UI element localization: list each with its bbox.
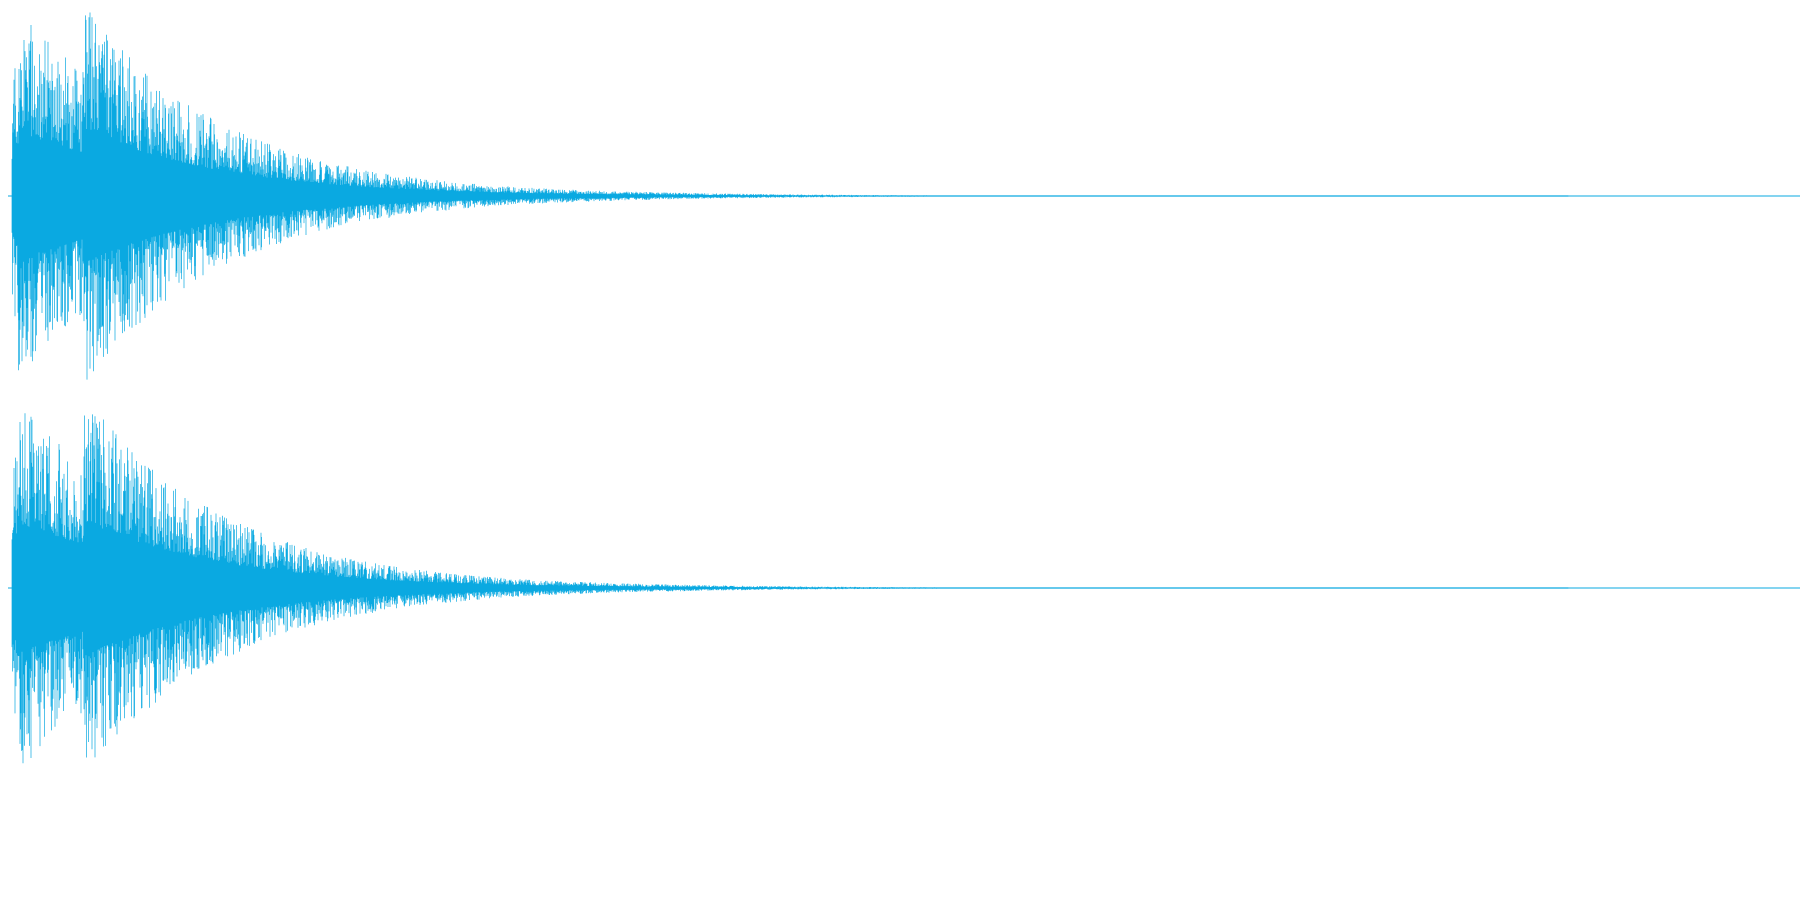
waveform-channel-1 xyxy=(8,12,1800,380)
channel-2-waveform xyxy=(11,413,1569,764)
waveform-channel-2 xyxy=(8,413,1800,764)
channel-1-waveform xyxy=(11,12,1569,380)
